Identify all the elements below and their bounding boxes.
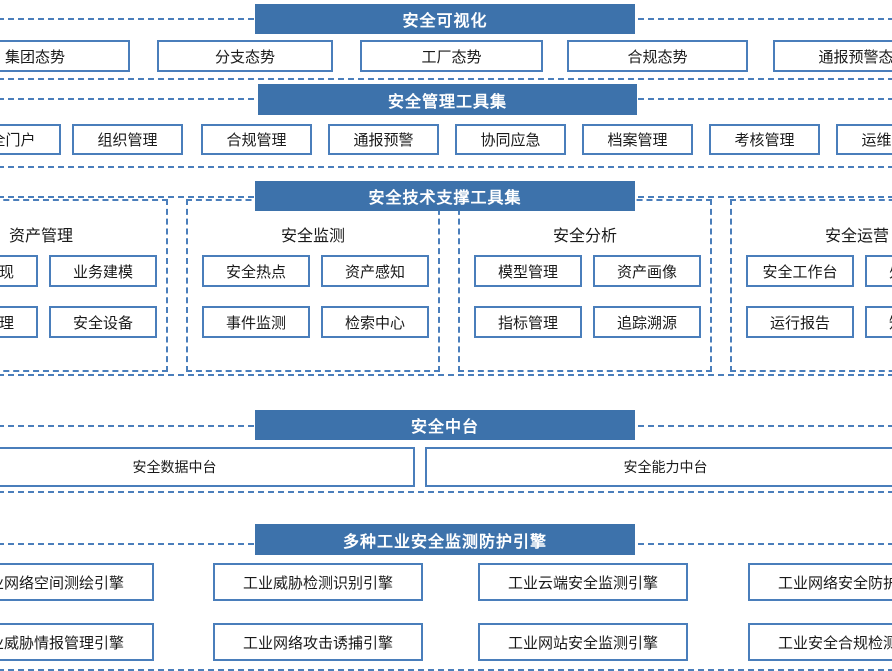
technical-item-monitor-2[interactable]: 事件监测 [202, 306, 310, 338]
engine-item-4[interactable]: 工业威胁情报管理引擎 [0, 623, 154, 661]
management-tools-item-5[interactable]: 档案管理 [582, 124, 693, 155]
technical-item-operations-1[interactable]: 处置管理 [865, 255, 892, 287]
technical-item-monitor-1[interactable]: 资产感知 [321, 255, 429, 287]
engine-item-6[interactable]: 工业网站安全监测引擎 [478, 623, 688, 661]
technical-group-asset-management [0, 199, 168, 372]
platform-banner-label: 安全中台 [410, 419, 479, 436]
engine-item-0[interactable]: 工业网络空间测绘引擎 [0, 563, 154, 601]
visualization-item-1[interactable]: 分支态势 [157, 40, 333, 72]
visualization-item-2[interactable]: 工厂态势 [360, 40, 543, 72]
engine-item-7[interactable]: 工业安全合规检测引擎 [748, 623, 892, 661]
platform-item-label: 安全能力中台 [623, 459, 708, 475]
platform-item-0[interactable]: 安全数据中台 [0, 447, 415, 487]
technical-item-asset-3[interactable]: 安全设备 [49, 306, 157, 338]
management-tools-banner: 安全管理工具集 [258, 84, 637, 115]
visualization-item-label: 工厂态势 [421, 48, 482, 66]
engine-item-label: 工业网络空间测绘引擎 [0, 574, 124, 592]
management-tools-banner-label: 安全管理工具集 [387, 93, 507, 111]
technical-item-analysis-3[interactable]: 追踪溯源 [593, 306, 701, 338]
management-tools-item-label: 运维管理 [861, 132, 892, 149]
technical-item-analysis-2[interactable]: 指标管理 [474, 306, 582, 338]
visualization-item-label: 合规态势 [627, 48, 688, 66]
management-tools-item-2[interactable]: 合规管理 [201, 124, 312, 155]
platform-item-1[interactable]: 安全能力中台 [425, 447, 892, 487]
technical-group-title: 安全监测 [280, 228, 345, 245]
management-tools-item-label: 安全门户 [0, 132, 36, 149]
engine-item-5[interactable]: 工业网络攻击诱捕引擎 [213, 623, 423, 661]
technical-item-monitor-0[interactable]: 安全热点 [202, 255, 310, 287]
platform-item-label: 安全数据中台 [132, 459, 217, 475]
engine-item-label: 工业网站安全监测引擎 [507, 634, 658, 652]
technical-item-analysis-1[interactable]: 资产画像 [593, 255, 701, 287]
engine-item-label: 工业安全合规检测引擎 [777, 634, 892, 652]
platform-banner: 安全中台 [255, 410, 635, 440]
engine-item-label: 工业威胁检测识别引擎 [242, 574, 393, 592]
technical-group-security-operations [730, 199, 892, 372]
technical-item-asset-2[interactable]: 漏洞管理 [0, 306, 38, 338]
visualization-item-3[interactable]: 合规态势 [567, 40, 748, 72]
management-tools-item-6[interactable]: 考核管理 [709, 124, 820, 155]
management-tools-item-label: 协同应急 [480, 132, 541, 149]
technical-item-analysis-0[interactable]: 模型管理 [474, 255, 582, 287]
visualization-item-label: 通报预警态势 [818, 48, 892, 66]
visualization-banner-label: 安全可视化 [402, 13, 488, 30]
visualization-banner: 安全可视化 [255, 4, 635, 34]
management-tools-item-1[interactable]: 组织管理 [72, 124, 183, 155]
engine-item-label: 工业威胁情报管理引擎 [0, 634, 124, 652]
technical-group-title: 资产管理 [8, 228, 73, 245]
management-tools-item-label: 档案管理 [607, 132, 668, 149]
management-tools-item-label: 组织管理 [97, 132, 158, 149]
visualization-item-label: 集团态势 [4, 48, 65, 66]
management-tools-item-label: 合规管理 [226, 132, 287, 149]
visualization-item-0[interactable]: 集团态势 [0, 40, 130, 72]
technical-tools-banner: 安全技术支撑工具集 [255, 181, 635, 211]
technical-item-operations-2[interactable]: 运行报告 [746, 306, 854, 338]
technical-item-asset-0[interactable]: 资产发现 [0, 255, 38, 287]
management-tools-item-3[interactable]: 通报预警 [328, 124, 439, 155]
technical-item-operations-0[interactable]: 安全工作台 [746, 255, 854, 287]
technical-tools-banner-label: 安全技术支撑工具集 [368, 190, 522, 207]
visualization-item-label: 分支态势 [214, 48, 275, 66]
management-tools-item-label: 考核管理 [734, 132, 795, 149]
management-tools-item-0[interactable]: 安全门户 [0, 124, 61, 155]
technical-item-monitor-3[interactable]: 检索中心 [321, 306, 429, 338]
engine-item-label: 工业云端安全监测引擎 [507, 574, 658, 592]
technical-item-asset-1[interactable]: 业务建模 [49, 255, 157, 287]
management-tools-item-4[interactable]: 协同应急 [455, 124, 566, 155]
management-tools-item-7[interactable]: 运维管理 [836, 124, 892, 155]
engine-item-2[interactable]: 工业云端安全监测引擎 [478, 563, 688, 601]
technical-item-operations-3[interactable]: 知识管理 [865, 306, 892, 338]
engines-banner: 多种工业安全监测防护引擎 [255, 524, 635, 555]
engine-item-label: 工业网络安全防护引擎 [777, 574, 892, 592]
visualization-item-4[interactable]: 通报预警态势 [773, 40, 892, 72]
technical-group-title: 安全运营 [824, 228, 889, 245]
engine-item-1[interactable]: 工业威胁检测识别引擎 [213, 563, 423, 601]
engine-item-3[interactable]: 工业网络安全防护引擎 [748, 563, 892, 601]
management-tools-item-label: 通报预警 [353, 132, 414, 149]
technical-group-title: 安全分析 [552, 228, 617, 245]
engines-banner-label: 多种工业安全监测防护引擎 [342, 533, 547, 551]
engine-item-label: 工业网络攻击诱捕引擎 [242, 634, 393, 652]
